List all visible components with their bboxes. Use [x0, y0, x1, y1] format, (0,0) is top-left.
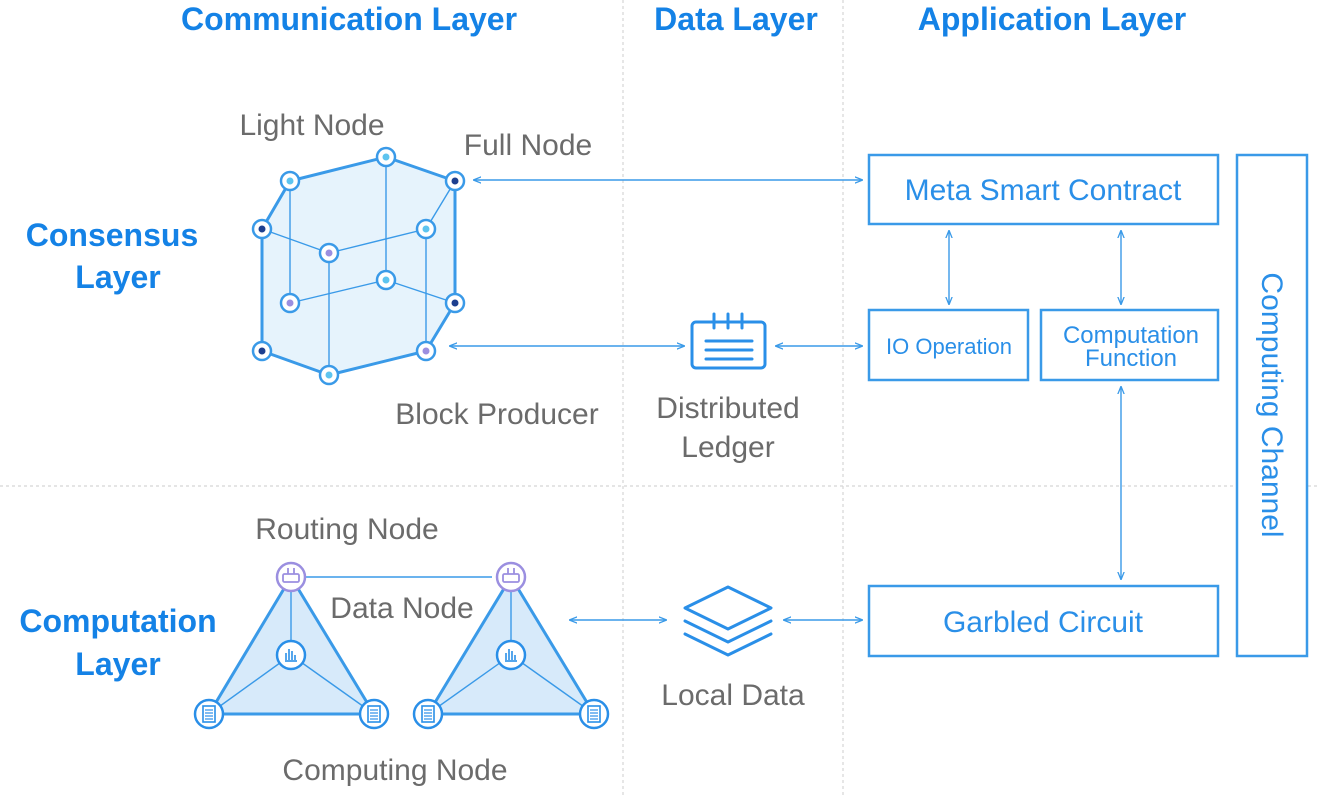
cube-node: [375, 146, 397, 168]
row-label-consensus-line1: Consensus: [26, 217, 198, 253]
computing-node-icon: [412, 698, 444, 730]
computing-node-label: Computing Node: [282, 754, 507, 787]
block-producer-label: Block Producer: [395, 398, 598, 431]
cube-node: [251, 218, 273, 240]
routing-node-icon: [275, 561, 307, 593]
meta-smart-contract-label: Meta Smart Contract: [905, 174, 1182, 207]
row-label-consensus-line2: Layer: [75, 259, 160, 295]
computing-channel-label: Computing Channel: [1255, 272, 1288, 537]
data-node-label: Data Node: [330, 592, 473, 625]
computing-node-icon: [193, 698, 225, 730]
computation-cluster-right: [412, 561, 610, 730]
routing-node-icon: [495, 561, 527, 593]
cube-node: [415, 340, 437, 362]
local-data-label: Local Data: [661, 679, 805, 712]
meta-smart-contract-box: Meta Smart Contract: [867, 153, 1220, 226]
routing-node-label: Routing Node: [255, 513, 438, 546]
distributed-ledger-label-line2: Ledger: [681, 431, 774, 464]
light-node-label: Light Node: [239, 109, 384, 142]
header-application-layer: Application Layer: [918, 1, 1187, 37]
garbled-circuit-box: Garbled Circuit: [867, 584, 1220, 658]
computation-cluster-left: [193, 561, 390, 730]
cube-node: [318, 242, 340, 264]
computation-function-label-line1: Computation: [1063, 322, 1199, 349]
io-operation-label: IO Operation: [886, 334, 1012, 359]
cube-node: [444, 170, 466, 192]
computation-function-label-line2: Function: [1085, 345, 1177, 372]
data-node-icon: [275, 639, 307, 671]
cube-node: [415, 218, 437, 240]
io-operation-box: IO Operation: [867, 308, 1030, 382]
cube-node: [444, 292, 466, 314]
row-label-computation-line2: Layer: [75, 646, 160, 682]
connectors: [450, 180, 1121, 620]
cube-node: [318, 364, 340, 386]
cube-node: [279, 292, 301, 314]
computing-node-icon: [358, 698, 390, 730]
header-communication-layer: Communication Layer: [181, 1, 517, 37]
distributed-ledger-label-line1: Distributed: [656, 392, 799, 425]
row-label-computation-line1: Computation: [19, 603, 216, 639]
garbled-circuit-label: Garbled Circuit: [943, 606, 1144, 639]
data-node-icon: [495, 639, 527, 671]
consensus-cube: [251, 146, 466, 386]
layers-icon: [683, 585, 773, 657]
ledger-icon: [690, 312, 767, 370]
cube-node: [279, 170, 301, 192]
computing-channel-box: Computing Channel: [1235, 153, 1309, 658]
computation-function-box: Computation Function: [1039, 308, 1220, 382]
full-node-label: Full Node: [464, 129, 592, 162]
cube-node: [251, 340, 273, 362]
header-data-layer: Data Layer: [654, 1, 818, 37]
computing-node-icon: [578, 698, 610, 730]
cube-node: [375, 269, 397, 291]
